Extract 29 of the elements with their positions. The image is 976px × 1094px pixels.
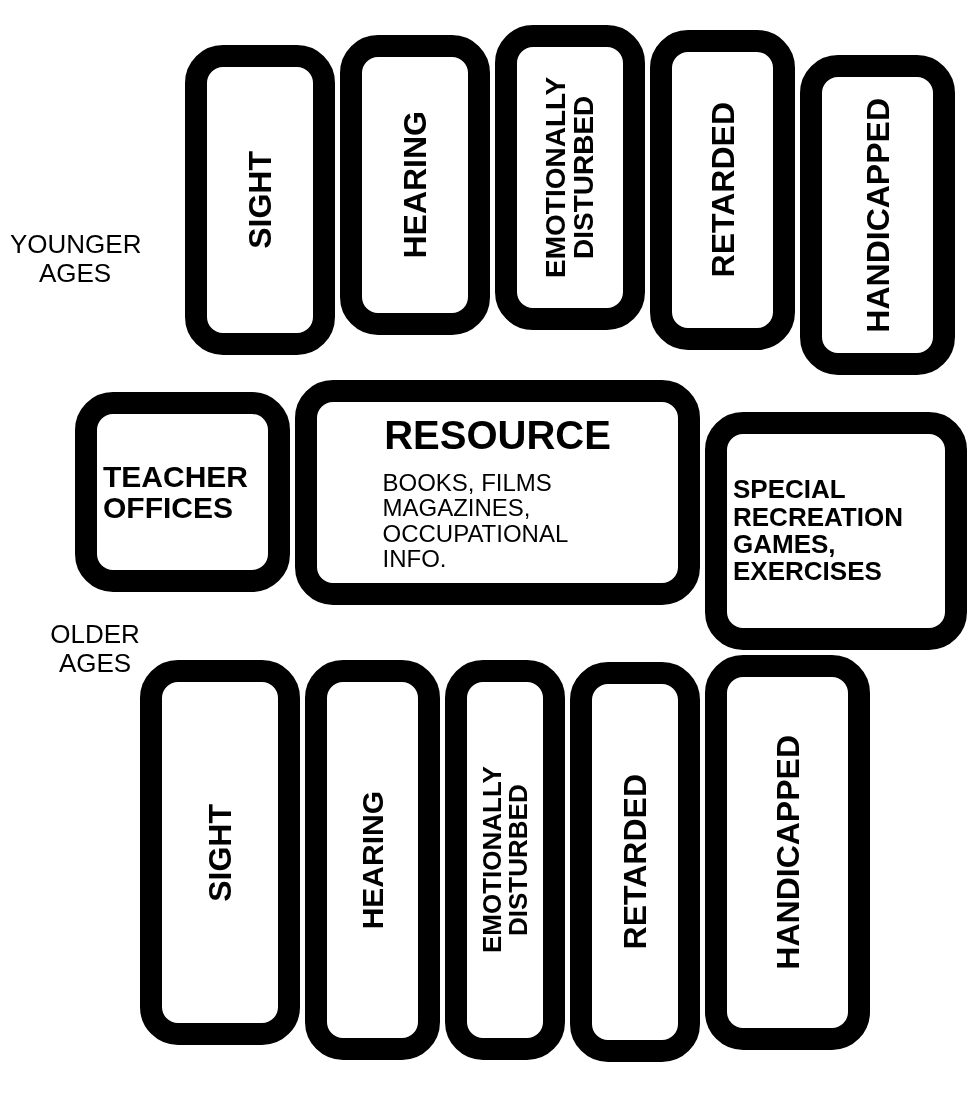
room-label: HANDICAPPED bbox=[771, 735, 804, 970]
room-outline bbox=[445, 660, 565, 1060]
age-group-label: OLDER AGES bbox=[49, 620, 141, 678]
room-outline bbox=[305, 660, 440, 1060]
room-label: SIGHT bbox=[204, 803, 236, 902]
room-outline bbox=[295, 380, 700, 605]
room-label: EMOTIONALLY DISTURBED bbox=[479, 765, 531, 956]
room-label: SPECIAL RECREATION GAMES, EXERCISES bbox=[733, 476, 904, 586]
room-label: TEACHER OFFICES bbox=[103, 460, 249, 524]
room-label: HANDICAPPED bbox=[861, 97, 894, 333]
room-label: RETARDED bbox=[706, 102, 739, 278]
room-outline bbox=[75, 392, 290, 592]
room-outline bbox=[570, 662, 700, 1062]
room-outline bbox=[705, 412, 967, 650]
room-outline bbox=[495, 25, 645, 330]
room-outline bbox=[650, 30, 795, 350]
room-label: SIGHT bbox=[244, 151, 276, 249]
room-outline bbox=[340, 35, 490, 335]
room-outline bbox=[800, 55, 955, 375]
room-description: BOOKS, FILMS MAGAZINES, OCCUPATIONAL INFO. bbox=[382, 470, 569, 571]
room-outline bbox=[140, 660, 300, 1045]
room-label: RETARDED bbox=[619, 774, 651, 950]
room-label: EMOTIONALLY DISTURBED bbox=[542, 75, 598, 281]
room-outline bbox=[185, 45, 335, 355]
room-label: RESOURCE bbox=[384, 414, 611, 457]
room-label: HEARING bbox=[357, 790, 388, 930]
room-label: HEARING bbox=[399, 111, 431, 259]
room-outline bbox=[705, 655, 870, 1050]
age-group-label: YOUNGER AGES bbox=[10, 230, 140, 288]
